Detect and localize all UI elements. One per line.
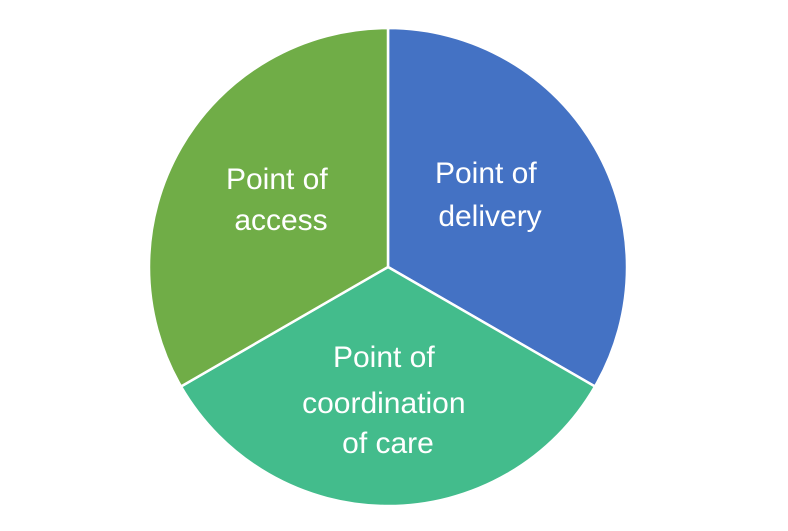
segment-point-of-coordination-of-care (179, 265, 597, 508)
label-point-of-delivery: Point of delivery (435, 157, 545, 233)
label-line: Point of (226, 163, 328, 196)
label-line: of care (342, 427, 434, 460)
label-line: access (234, 204, 327, 237)
label-line: delivery (438, 200, 541, 233)
segment-point-of-access (147, 26, 390, 389)
segment-point-of-delivery (386, 26, 629, 389)
label-line: Point of (435, 157, 537, 190)
label-point-of-coordination-of-care: Point of coordination of care (302, 341, 474, 460)
label-line: coordination (302, 387, 465, 420)
label-point-of-access: Point of access (226, 163, 336, 237)
label-line: Point of (333, 341, 435, 374)
